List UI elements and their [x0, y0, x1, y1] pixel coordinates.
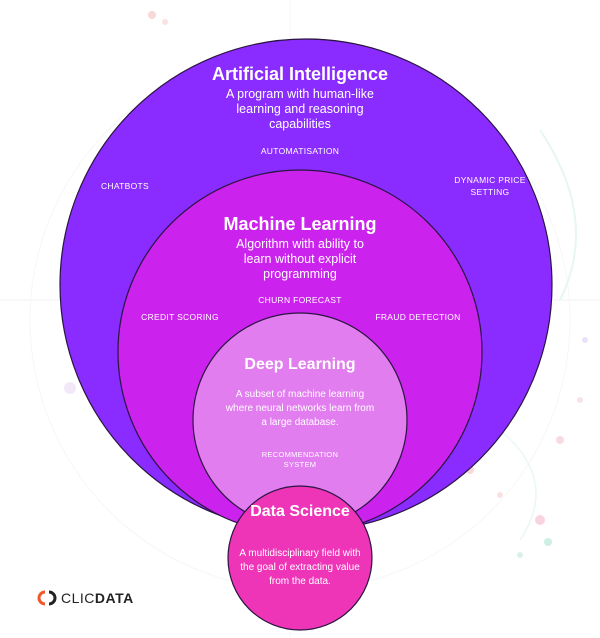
ai-tag-automatisation: AUTOMATISATION	[260, 146, 340, 156]
dl-tag-recommendation-line-2: SYSTEM	[283, 460, 317, 469]
clicdata-logo-mark-icon	[37, 590, 57, 606]
dl-tag-recommendation-line-1: RECOMMENDATION	[261, 450, 339, 459]
logo-text-clic: CLIC	[61, 590, 95, 606]
ai-description-line-1: A program with human-like	[226, 87, 374, 101]
ai-description-line-3: capabilities	[269, 117, 331, 131]
ml-description-line-1: Algorithm with ability to	[236, 237, 364, 251]
ai-tag-chatbots: CHATBOTS	[100, 181, 150, 191]
ai-title: Artificial Intelligence	[211, 64, 389, 84]
ml-tag-churn-forecast: CHURN FORECAST	[258, 295, 342, 305]
ml-tag-credit-scoring: CREDIT SCORING	[141, 312, 219, 322]
dl-description-line-1: A subset of machine learning	[235, 389, 365, 400]
ml-description-line-2: learn without explicit	[243, 252, 357, 266]
dl-description-line-3: a large database.	[261, 417, 339, 428]
logo-text-data: DATA	[94, 590, 134, 606]
ds-description-line-1: A multidisciplinary field with	[239, 548, 361, 559]
dl-title: Deep Learning	[244, 356, 356, 373]
ml-title: Machine Learning	[223, 214, 377, 234]
ml-description-line-3: programming	[263, 267, 337, 281]
ds-title: Data Science	[250, 503, 350, 520]
dl-description-line-2: where neural networks learn from	[225, 403, 375, 414]
ai-tag-dynamic-price-line-1: DYNAMIC PRICE	[454, 175, 526, 185]
ds-description-line-3: from the data.	[269, 576, 331, 587]
ds-circle	[227, 485, 373, 631]
ml-tag-fraud-detection: FRAUD DETECTION	[375, 312, 461, 322]
ds-description-line-2: the goal of extracting value	[240, 562, 360, 573]
ai-tag-dynamic-price-line-2: SETTING	[470, 187, 510, 197]
ai-description-line-2: learning and reasoning	[236, 102, 364, 116]
